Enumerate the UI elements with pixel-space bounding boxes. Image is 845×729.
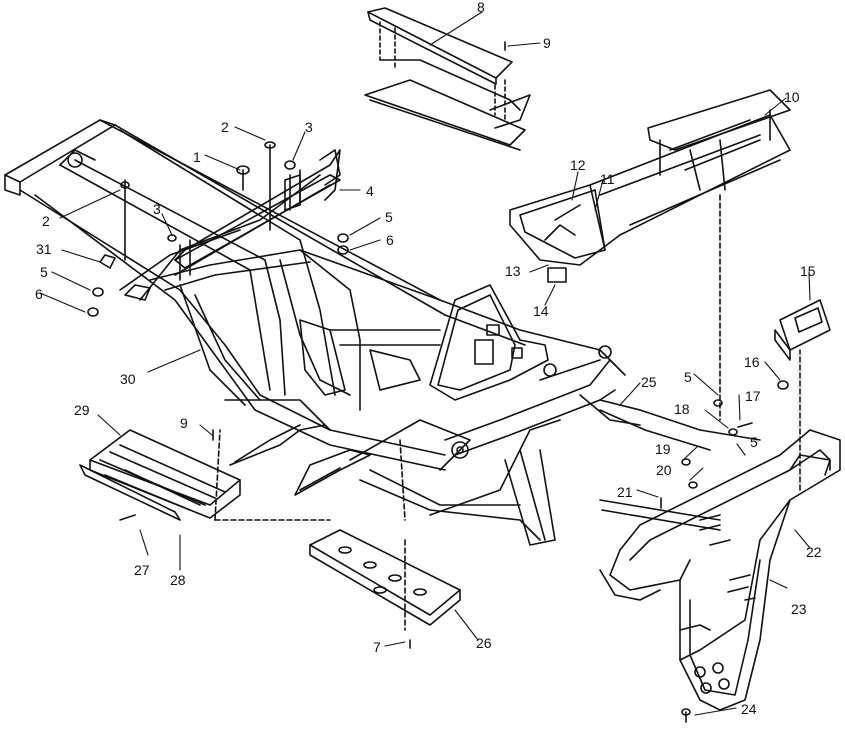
callout-label: 24: [741, 701, 757, 717]
callout-label: 26: [476, 635, 492, 651]
callout-label: 16: [744, 354, 760, 370]
callout-label: 2: [42, 213, 50, 229]
callout-label: 12: [570, 157, 586, 173]
crossbar-part-4: [174, 149, 341, 269]
callout-label: 20: [656, 462, 672, 478]
callout-label: 28: [170, 572, 186, 588]
callout-label: 11: [600, 171, 615, 187]
callout-label: 4: [366, 183, 374, 199]
callout-label: 31: [36, 241, 52, 257]
callout-label: 25: [641, 374, 657, 390]
skid-plate: [309, 529, 461, 626]
footrest-assembly: [79, 429, 331, 521]
callout-label: 5: [385, 209, 393, 225]
inset-plate-assembly: [364, 7, 531, 151]
callout-label: 5: [684, 369, 692, 385]
callout-label: 18: [674, 401, 690, 417]
callout-label: 29: [74, 402, 90, 418]
callout-label: 10: [784, 89, 800, 105]
callout-label: 9: [180, 415, 188, 431]
callout-label: 13: [505, 263, 521, 279]
callout-label: 5: [750, 434, 758, 450]
callout-label: 1: [193, 149, 201, 165]
callout-label: 15: [800, 263, 816, 279]
callout-label: 21: [617, 484, 633, 500]
front-bumper: [599, 349, 841, 711]
callout-label: 7: [373, 639, 381, 655]
callout-label: 2: [221, 119, 229, 135]
callout-label: 8: [477, 0, 485, 15]
fasteners: [87, 41, 789, 723]
callout-label: 17: [745, 388, 761, 404]
callout-label: 9: [543, 35, 551, 51]
callout-label: 3: [153, 201, 161, 217]
callout-label: 22: [806, 544, 822, 560]
callout-label: 3: [305, 119, 313, 135]
callout-label: 14: [533, 303, 549, 319]
callout-label: 6: [386, 232, 394, 248]
callout-label: 5: [40, 264, 48, 280]
callout-label: 30: [120, 371, 136, 387]
light-unit: [774, 299, 831, 361]
callout-label: 27: [134, 562, 150, 578]
callout-label: 19: [655, 441, 671, 457]
callout-label: 6: [35, 286, 43, 302]
callout-labels: 1 2 2 3 3 4 5 5 5 5 6 6 7 8 9 9 10 11 12…: [35, 0, 822, 717]
callout-label: 23: [791, 601, 807, 617]
rear-rack: [509, 89, 791, 421]
leader-lines: [39, 11, 811, 716]
